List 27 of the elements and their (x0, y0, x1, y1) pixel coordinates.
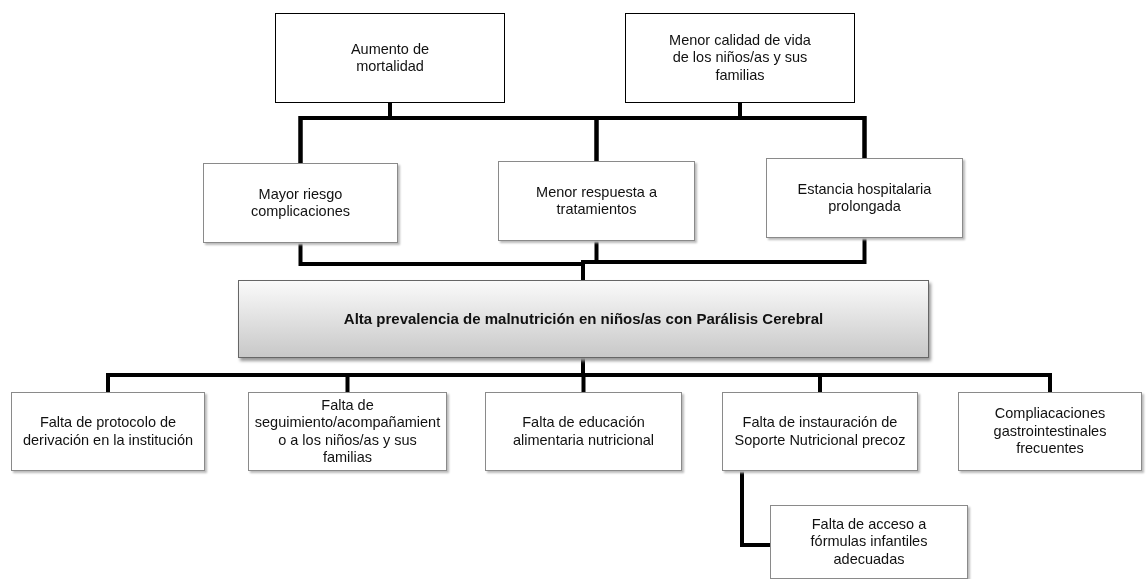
text-box (485, 392, 682, 471)
connector-line (738, 103, 867, 158)
connector-line (581, 358, 1052, 392)
text-box (722, 392, 918, 471)
text-box (275, 13, 505, 103)
box-label: Falta de educación alimentaria nutricional (511, 414, 655, 449)
box-label: Compliacaciones gastrointestinales frecuentes (992, 405, 1108, 458)
box-label: Menor respuesta a tratamientos (535, 183, 658, 219)
box-label: Falta de instauración de Soporte Nutricional precoz (733, 414, 907, 449)
box-label: Falta de protocolo de derivación en la institución (21, 414, 195, 449)
text-box (498, 161, 695, 241)
central-problem-box (238, 280, 929, 358)
box-label: Falta de acceso a fórmulas infantiles adecuadas (809, 515, 929, 569)
box-label: Mayor riesgo complicaciones (249, 185, 352, 221)
text-box (766, 158, 963, 238)
box-label: Menor calidad de vida de los niños/as y sus familias (668, 31, 812, 85)
box-label: Estancia hospitalaria prolongada (796, 180, 933, 216)
text-box (958, 392, 1142, 471)
text-box (770, 505, 968, 579)
text-box (11, 392, 205, 471)
connector-line (581, 238, 867, 280)
text-box (625, 13, 855, 103)
text-box (203, 163, 398, 243)
connector-line (740, 471, 770, 547)
box-label: Aumento de mortalidad (349, 40, 431, 76)
box-label: Alta prevalencia de malnutrición en niños/as con Parálisis Cerebral (343, 310, 824, 328)
box-label: Falta de seguimiento/acompañamiento a los niños/as y sus familias (253, 396, 442, 467)
